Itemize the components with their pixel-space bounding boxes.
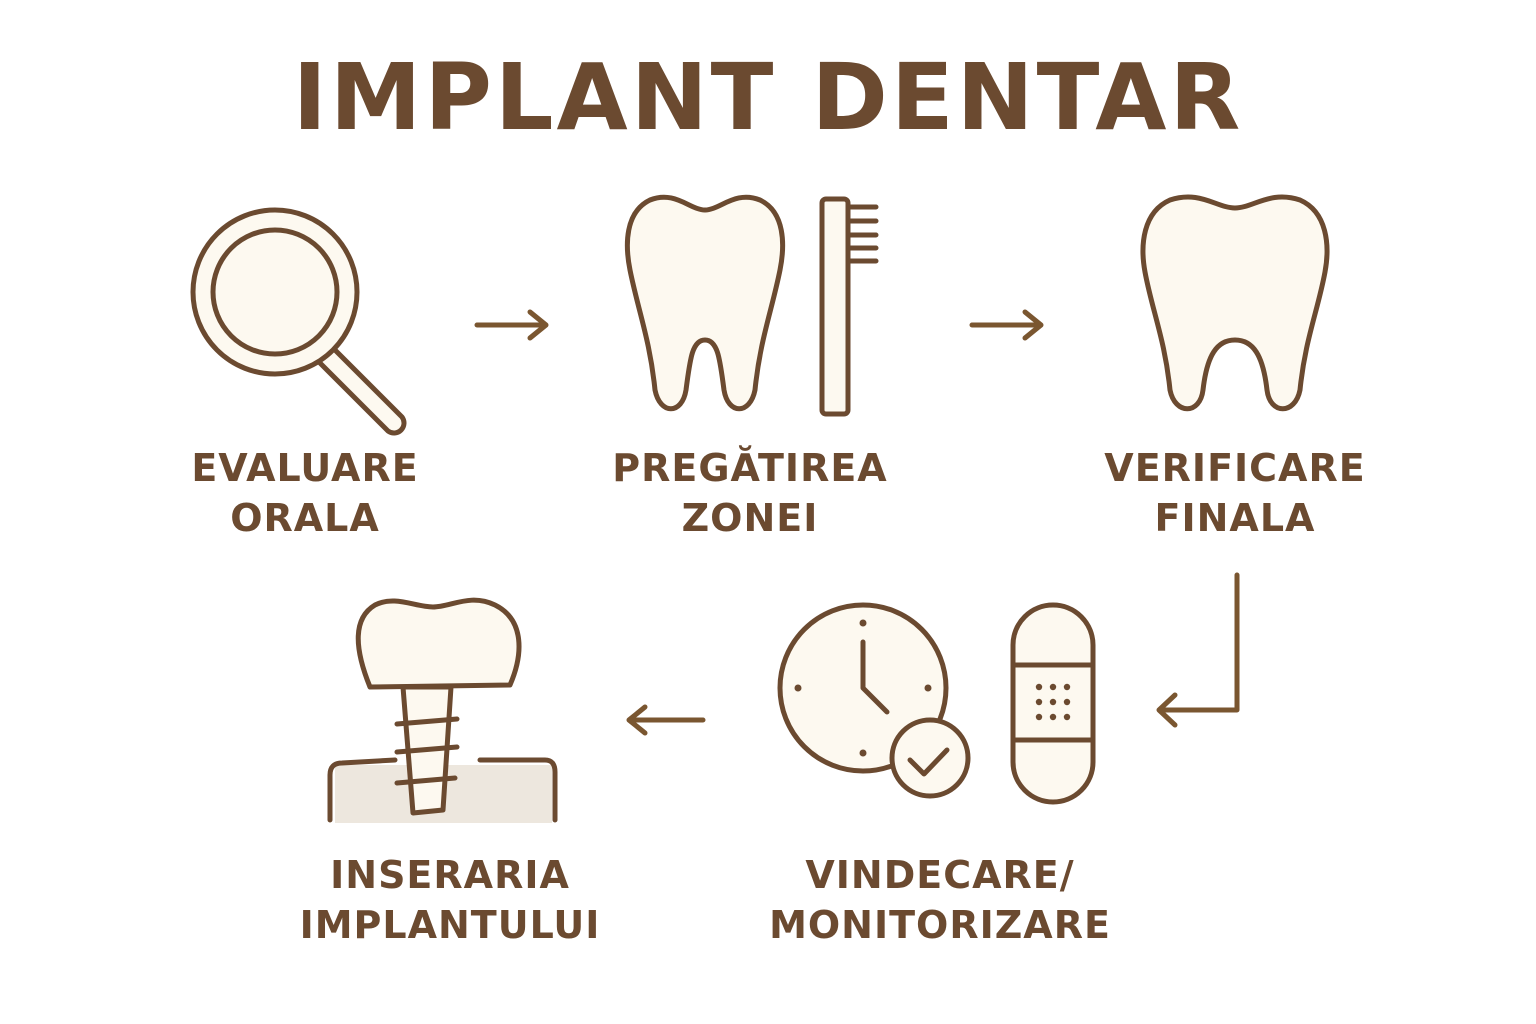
step-label-pregatirea: PREGĂTIREA ZONEI <box>590 443 910 543</box>
arrow-right-icon <box>969 309 1044 341</box>
toothbrush-icon <box>819 196 879 417</box>
step-label-vindecare: VINDECARE/ MONITORIZARE <box>740 850 1140 950</box>
magnifying-glass-icon <box>190 207 407 436</box>
label-line: IMPLANTULUI <box>299 903 601 947</box>
label-line: VINDECARE/ <box>805 853 1075 897</box>
label-line: MONITORIZARE <box>769 903 1111 947</box>
step-label-evaluare: EVALUARE ORALA <box>150 443 460 543</box>
tooth-icon <box>1140 194 1330 412</box>
bandage-icon <box>1010 602 1096 805</box>
dental-implant-icon <box>327 597 558 823</box>
check-badge <box>889 717 971 799</box>
step-label-verificare: VERIFICARE FINALA <box>1080 443 1390 543</box>
step-label-inseraria: INSERARIA IMPLANTULUI <box>270 850 630 950</box>
arrow-left-icon <box>626 704 706 736</box>
label-line: ZONEI <box>681 496 819 540</box>
diagram-title: IMPLANT DENTAR <box>292 44 1244 151</box>
tooth-icon <box>624 194 786 412</box>
label-line: EVALUARE <box>191 446 419 490</box>
arrow-right-icon <box>474 309 549 341</box>
arrow-corner-down-left-icon <box>1156 572 1240 728</box>
label-line: ORALA <box>230 496 380 540</box>
label-line: VERIFICARE <box>1104 446 1366 490</box>
label-line: FINALA <box>1154 496 1316 540</box>
label-line: PREGĂTIREA <box>612 446 888 490</box>
label-line: INSERARIA <box>330 853 570 897</box>
clock-check-icon <box>777 602 971 799</box>
